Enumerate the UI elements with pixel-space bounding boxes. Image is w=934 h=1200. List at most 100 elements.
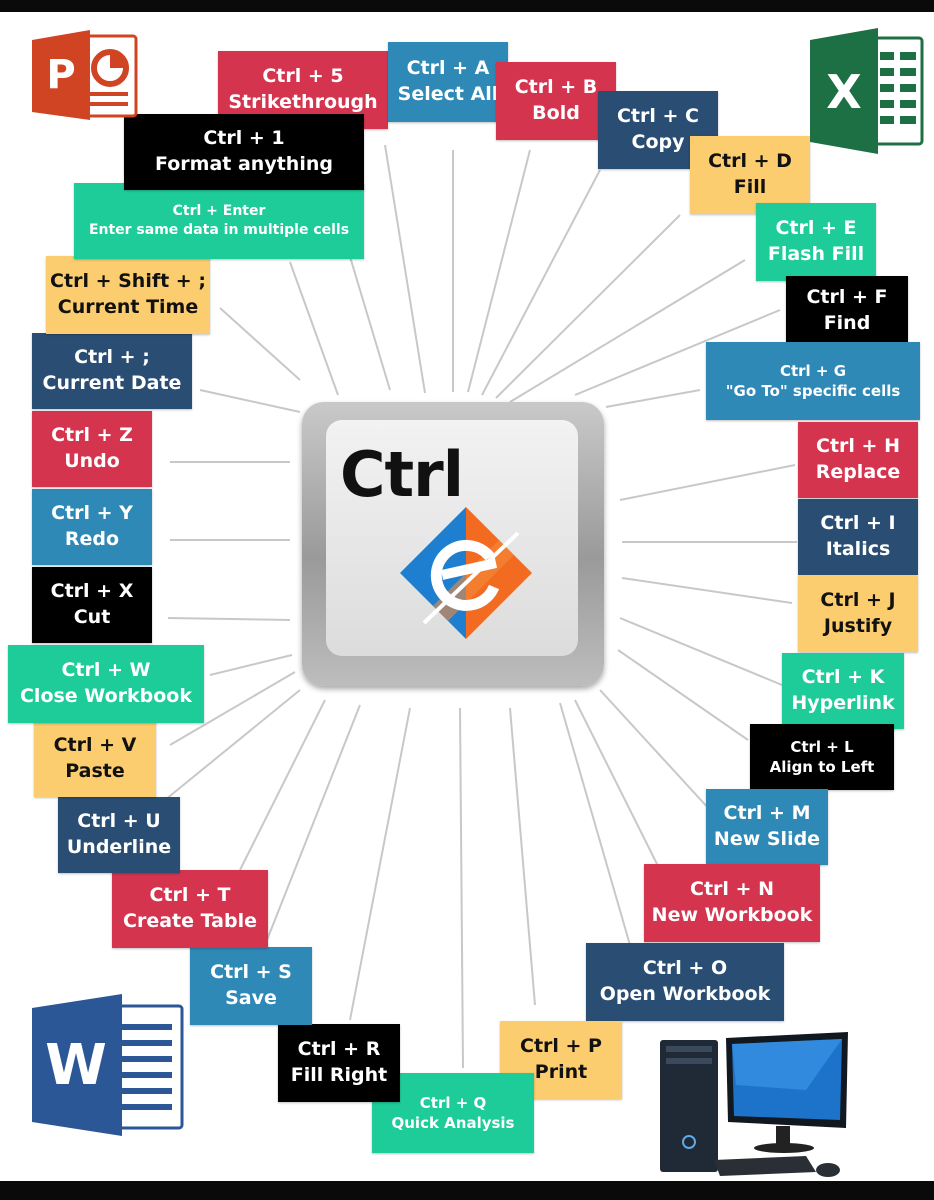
shortcut-ctrl-w: Ctrl + W Close Workbook xyxy=(8,645,204,723)
shortcut-action: Justify xyxy=(823,615,893,637)
shortcut-keys: Ctrl + Q xyxy=(419,1093,487,1112)
shortcut-keys: Ctrl + H xyxy=(816,435,900,458)
shortcut-ctrl-e: Ctrl + E Flash Fill xyxy=(756,203,876,281)
shortcut-keys: Ctrl + B xyxy=(514,76,598,99)
shortcut-action: Quick Analysis xyxy=(391,1114,515,1132)
shortcut-action: Open Workbook xyxy=(599,983,771,1005)
excel-letter: X xyxy=(826,65,861,119)
shortcut-keys: Ctrl + R xyxy=(297,1038,381,1061)
shortcut-keys: Ctrl + U xyxy=(77,810,161,833)
shortcut-keys: Ctrl + C xyxy=(616,105,699,128)
shortcut-keys: Ctrl + N xyxy=(690,878,774,901)
shortcut-ctrl-k: Ctrl + K Hyperlink xyxy=(782,653,904,729)
shortcut-action: Create Table xyxy=(123,910,257,932)
shortcut-ctrl-shift-semicolon: Ctrl + Shift + ; Current Time xyxy=(46,256,210,334)
shortcut-keys: Ctrl + E xyxy=(775,217,857,240)
shortcut-ctrl-enter: Ctrl + Enter Enter same data in multiple… xyxy=(74,183,364,259)
shortcut-ctrl-u: Ctrl + U Underline xyxy=(58,797,180,873)
shortcut-action: Underline xyxy=(66,836,172,858)
shortcut-action: Cut xyxy=(73,606,111,628)
word-letter: W xyxy=(45,1033,107,1098)
shortcut-keys: Ctrl + 5 xyxy=(262,65,344,88)
shortcut-action: Fill xyxy=(733,176,767,198)
shortcut-ctrl-t: Ctrl + T Create Table xyxy=(112,870,268,948)
shortcut-action: Redo xyxy=(64,528,120,550)
shortcut-ctrl-i: Ctrl + I Italics xyxy=(798,499,918,575)
shortcut-ctrl-s: Ctrl + S Save xyxy=(190,947,312,1025)
shortcut-action: Paste xyxy=(65,760,125,782)
shortcut-action: Close Workbook xyxy=(19,685,192,707)
shortcut-keys: Ctrl + I xyxy=(820,512,896,535)
shortcut-action: Current Time xyxy=(57,296,199,318)
shortcut-keys: Ctrl + Y xyxy=(51,502,133,525)
shortcut-keys: Ctrl + K xyxy=(801,666,885,689)
shortcut-keys: Ctrl + W xyxy=(61,659,151,682)
shortcut-ctrl-j: Ctrl + J Justify xyxy=(798,576,918,652)
shortcut-ctrl-d: Ctrl + D Fill xyxy=(690,136,810,214)
shortcut-action: "Go To" specific cells xyxy=(725,382,901,400)
shortcut-keys: Ctrl + Enter xyxy=(172,203,266,220)
shortcut-action: Bold xyxy=(532,102,580,124)
shortcut-action: Current Date xyxy=(42,372,182,394)
shortcut-keys: Ctrl + D xyxy=(708,150,792,173)
shortcut-ctrl-v: Ctrl + V Paste xyxy=(34,721,156,797)
shortcut-keys: Ctrl + F xyxy=(806,286,888,309)
shortcut-keys: Ctrl + M xyxy=(723,802,811,825)
shortcut-action: Align to Left xyxy=(769,758,875,776)
shortcut-keys: Ctrl + G xyxy=(779,361,847,380)
powerpoint-letter: P xyxy=(46,52,75,98)
shortcut-action: Hyperlink xyxy=(791,692,895,714)
shortcut-ctrl-1: Ctrl + 1 Format anything xyxy=(124,114,364,190)
shortcut-action: Fill Right xyxy=(290,1064,388,1086)
shortcut-ctrl-f: Ctrl + F Find xyxy=(786,276,908,346)
shortcut-ctrl-x: Ctrl + X Cut xyxy=(32,567,152,643)
shortcut-ctrl-h: Ctrl + H Replace xyxy=(798,422,918,498)
shortcut-ctrl-n: Ctrl + N New Workbook xyxy=(644,864,820,942)
shortcut-ctrl-b: Ctrl + B Bold xyxy=(496,62,616,140)
shortcut-action: Replace xyxy=(815,461,901,483)
shortcut-action: New Workbook xyxy=(651,904,813,926)
shortcut-keys: Ctrl + P xyxy=(520,1035,602,1058)
shortcut-ctrl-z: Ctrl + Z Undo xyxy=(32,411,152,487)
shortcut-action: Undo xyxy=(64,450,120,472)
shortcut-keys: Ctrl + X xyxy=(50,580,134,603)
shortcut-ctrl-o: Ctrl + O Open Workbook xyxy=(586,943,784,1021)
shortcut-action: Select All xyxy=(397,83,499,105)
desktop-computer-icon xyxy=(660,1032,848,1177)
shortcut-ctrl-g: Ctrl + G "Go To" specific cells xyxy=(706,342,920,420)
shortcut-keys: Ctrl + T xyxy=(149,884,231,907)
shortcut-action: Copy xyxy=(631,131,685,153)
excel-icon: X xyxy=(810,28,924,154)
e-logo-icon xyxy=(400,507,532,639)
shortcut-action: Save xyxy=(225,987,277,1009)
word-icon: W xyxy=(32,994,184,1136)
shortcut-action: New Slide xyxy=(713,828,821,850)
shortcut-keys: Ctrl + J xyxy=(820,589,896,612)
shortcut-ctrl-r: Ctrl + R Fill Right xyxy=(278,1024,400,1102)
shortcut-action: Print xyxy=(534,1061,588,1083)
shortcut-keys: Ctrl + Shift + ; xyxy=(50,270,206,293)
shortcut-action: Enter same data in multiple cells xyxy=(88,222,350,238)
shortcut-keys: Ctrl + ; xyxy=(74,346,150,369)
shortcut-keys: Ctrl + L xyxy=(790,737,854,756)
shortcut-keys: Ctrl + O xyxy=(642,957,728,980)
shortcut-ctrl-semicolon: Ctrl + ; Current Date xyxy=(32,333,192,409)
shortcut-keys: Ctrl + Z xyxy=(51,424,133,447)
shortcut-keys: Ctrl + V xyxy=(53,734,137,757)
shortcut-action: Italics xyxy=(825,538,891,560)
shortcut-action: Strikethrough xyxy=(228,91,378,113)
shortcut-ctrl-y: Ctrl + Y Redo xyxy=(32,489,152,565)
bottom-border xyxy=(0,1181,934,1200)
shortcut-ctrl-a: Ctrl + A Select All xyxy=(388,42,508,122)
top-border xyxy=(0,0,934,12)
shortcut-keys: Ctrl + A xyxy=(406,57,490,80)
ctrl-key-label: Ctrl xyxy=(340,438,464,511)
shortcut-ctrl-l: Ctrl + L Align to Left xyxy=(750,724,894,790)
shortcut-keys: Ctrl + S xyxy=(210,961,292,984)
shortcut-action: Flash Fill xyxy=(767,243,865,265)
shortcut-action: Find xyxy=(823,312,871,334)
shortcut-action: Format anything xyxy=(155,153,333,175)
powerpoint-icon: P xyxy=(32,30,138,120)
shortcut-ctrl-m: Ctrl + M New Slide xyxy=(706,789,828,865)
